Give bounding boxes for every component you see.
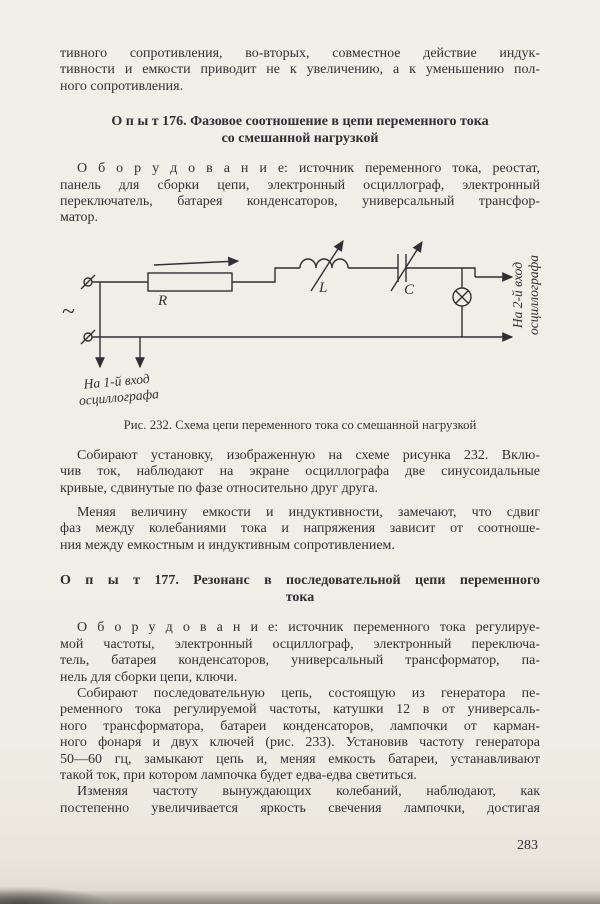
inductor-symbol — [299, 258, 349, 268]
capacitor-label: C — [404, 282, 415, 298]
equipment-176-paragraph: О б о р у д о в а н и е: источник переме… — [60, 161, 540, 227]
text-line: тивного сопротивления, во-вторых, совмес… — [60, 46, 540, 61]
text-line: 50—60 гц, замыкают цепь и, меняя емкость… — [60, 751, 540, 767]
experiment-177-paragraph-1: Собирают последовательную цепь, состоящу… — [60, 686, 540, 784]
experiment-176-paragraph-1: Собирают установку, изображенную на схем… — [60, 448, 540, 497]
experiment-176-paragraph-2: Меняя величину емкости и индуктивности, … — [60, 505, 540, 554]
text-line: Собирают установку, изображенную на схем… — [77, 447, 540, 463]
text-line: панель для сборки цепи, электронный осци… — [60, 177, 540, 193]
text-line: нель для сборки цепи, ключи. — [60, 669, 238, 685]
scan-bottom-edge — [0, 890, 600, 904]
text-line: Собирают последовательную цепь, состоящу… — [77, 685, 540, 701]
text-line: такой ток, при котором лампочка будет ед… — [60, 767, 417, 783]
oscilloscope-input2-label-line2: осциллографа — [526, 255, 541, 335]
text-line: кривые, сдвинутые по фазе относительно д… — [60, 480, 378, 496]
text-line: переключатель, батарея конденсаторов, ун… — [60, 194, 540, 210]
text-line: Изменяя частоту вынуждающих колебаний, н… — [77, 784, 540, 800]
text-line: О б о р у д о в а н и е: источник переме… — [77, 161, 540, 177]
text-line: О б о р у д о в а н и е: источник переме… — [77, 620, 540, 636]
ac-source-label: ~ — [62, 299, 75, 325]
inductor-arrow-icon — [310, 239, 344, 292]
text-line: ного фонаря и двух ключей (рис. 233). Ус… — [60, 735, 540, 751]
text-line: мой частоты, электронный осциллограф, эл… — [60, 636, 540, 652]
oscilloscope-input1-label-line1: На 1-й вход — [82, 371, 150, 392]
experiment-176-heading-line2: со смешанной нагрузкой — [221, 131, 379, 147]
equipment-177-paragraph: О б о р у д о в а н и е: источник переме… — [60, 620, 540, 686]
scan-corner-shadow — [0, 886, 110, 904]
text-line: постепенно увеличивается яркость свечени… — [60, 800, 540, 816]
figure-232-caption: Рис. 232. Схема цепи переменного тока со… — [123, 417, 477, 432]
capacitor-arrow-icon — [390, 240, 423, 292]
text-line: ного сопротивления. — [60, 78, 184, 94]
wire — [462, 267, 476, 277]
experiment-176-heading-line1: О п ы т 176. Фазовое соотношение в цепи … — [111, 114, 489, 130]
page-content: тивного сопротивления, во-вторых, совмес… — [60, 46, 541, 817]
text-line: чив ток, наблюдают на экране осциллограф… — [60, 464, 540, 480]
text-line: матор. — [60, 210, 99, 226]
rheostat-arrow-icon — [153, 256, 240, 267]
oscilloscope-input1-label-line2: осциллографа — [78, 386, 159, 408]
experiment-177-heading: О п ы т 177. Резонанс в последовательной… — [60, 572, 540, 606]
wire — [232, 267, 300, 283]
text-line: тель, батарея конденсаторов, универсальн… — [60, 653, 540, 669]
experiment-177-heading-line1: О п ы т 177. Резонанс в последовательной… — [60, 573, 540, 589]
text-line: ного трансформатора, батареи конденсатор… — [60, 718, 540, 734]
text-line: Меняя величину емкости и индуктивности, … — [77, 505, 540, 521]
resistor-label: R — [157, 293, 167, 309]
circuit-diagram: ~ R L C На 1-й вход осциллографа На 2-й … — [62, 239, 541, 408]
experiment-177-heading-line2: тока — [285, 590, 315, 606]
inductor-label: L — [318, 280, 327, 296]
figure-232: ~ R L C На 1-й вход осциллографа На 2-й … — [60, 237, 541, 433]
text-line: фаз между колебаниями тока и напряжения … — [60, 521, 540, 537]
text-line: тивности и емкости приводит не к увеличе… — [60, 62, 540, 78]
experiment-177-paragraph-2: Изменяя частоту вынуждающих колебаний, н… — [60, 784, 540, 817]
text-line: ния между емкостным и индуктивным сопрот… — [60, 537, 395, 553]
oscilloscope-input2-label-line1: На 2-й вход — [510, 262, 525, 329]
page-number: 283 — [517, 838, 538, 853]
paragraph-continuation: тивного сопротивления, во-вторых, совмес… — [60, 46, 540, 95]
text-line: ременного тока регулируемой частоты, кат… — [60, 702, 540, 718]
experiment-176-heading: О п ы т 176. Фазовое соотношение в цепи … — [60, 113, 540, 147]
resistor-symbol — [147, 272, 233, 292]
